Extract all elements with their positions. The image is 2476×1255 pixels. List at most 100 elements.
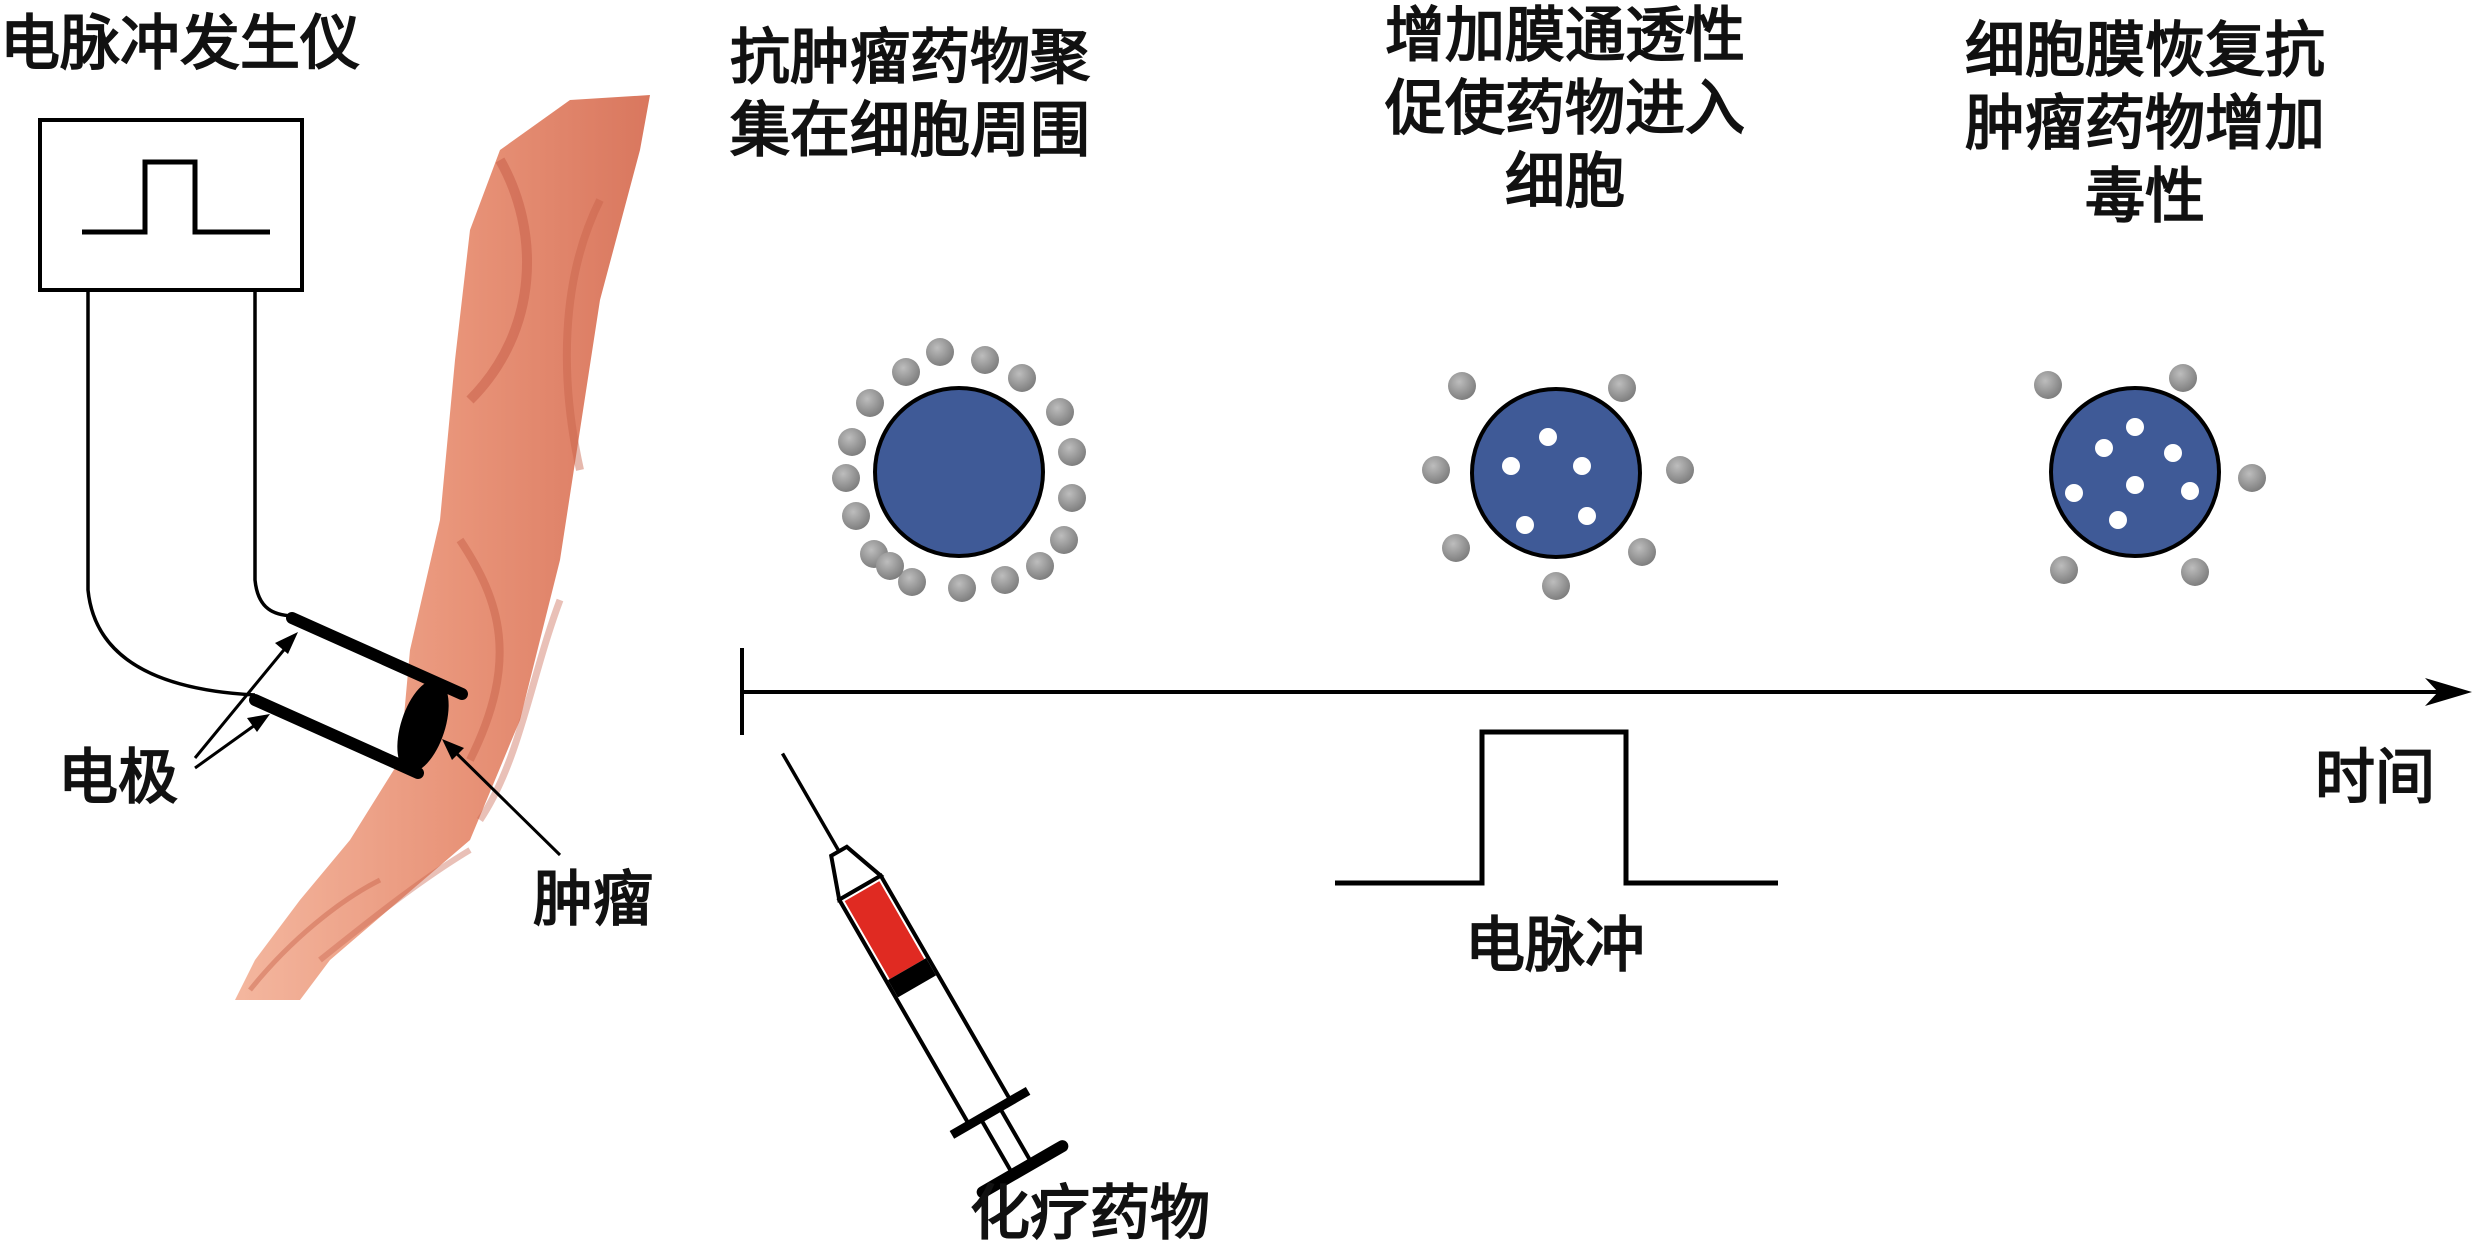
stage-3-caption: 细胞膜恢复抗 肿瘤药物增加 毒性 [1935, 15, 2355, 235]
syringe-rod-bottom [978, 1117, 1015, 1176]
cell-stage-3 [2034, 364, 2266, 586]
drug-particle-outside [842, 502, 870, 530]
tumor-cell [873, 386, 1045, 558]
arm-illustration [235, 95, 650, 1000]
drug-particle-outside [1628, 538, 1656, 566]
stage-2-line-1: 增加膜通透性 [1385, 1, 1745, 71]
syringe-rod-top [997, 1106, 1034, 1165]
time-axis-label: 时间 [2315, 743, 2435, 813]
drug-particle-outside [971, 346, 999, 374]
electrode-arrow-1-head [275, 632, 298, 654]
tumor-mass [397, 679, 449, 773]
pulse-generator-box [38, 118, 304, 292]
syringe-thumb-rest [976, 1140, 1069, 1199]
drug-particle-outside [2181, 558, 2209, 586]
drug-particle-outside [856, 389, 884, 417]
stage-1-caption: 抗肿瘤药物聚 集在细胞周围 [700, 22, 1120, 168]
electric-pulse-waveform [1335, 729, 1778, 886]
drug-particle-inside [2126, 476, 2144, 494]
electrode-wire-left [86, 290, 256, 697]
drug-particle-outside [832, 464, 860, 492]
stage-1-line-2: 集在细胞周围 [730, 96, 1090, 167]
cell-stage-1 [832, 338, 1086, 602]
stage-3-line-1: 细胞膜恢复抗 [1965, 16, 2325, 86]
drug-particle-outside [926, 338, 954, 366]
arm-muscle-5 [318, 847, 472, 963]
electrode-arrow-1 [193, 639, 294, 759]
drug-particle-outside [1666, 456, 1694, 484]
drug-particle-outside [2034, 371, 2062, 399]
syringe-needle [780, 752, 845, 859]
drug-particle-inside [2164, 444, 2182, 462]
drug-particle-outside [1542, 572, 1570, 600]
drug-particle-inside [2065, 484, 2083, 502]
stage-2-line-2: 促使药物进入 [1385, 74, 1745, 145]
time-axis [740, 648, 2472, 735]
drug-particle-inside [1539, 428, 1557, 446]
drug-particle-inside [2109, 511, 2127, 529]
hand-line [248, 877, 382, 992]
pulse-generator-label: 电脉冲发生仪 [0, 9, 360, 79]
drug-particle-outside [876, 552, 904, 580]
drug-particle-outside [2238, 464, 2266, 492]
drug-particle-outside [1046, 398, 1074, 426]
electrode-clamp [249, 612, 468, 779]
drug-particle-outside [898, 568, 926, 596]
arm-shape [235, 95, 650, 1000]
drug-particle-inside [1573, 457, 1591, 475]
chemo-drug-label: 化疗药物 [970, 1179, 1210, 1249]
drug-particle-outside [1422, 456, 1450, 484]
stage-1-line-1: 抗肿瘤药物聚 [730, 23, 1090, 93]
drug-particle-inside [2181, 482, 2199, 500]
drug-particle-outside [1442, 534, 1470, 562]
electrode-label: 电极 [58, 743, 178, 813]
drug-particle-outside [1608, 374, 1636, 402]
cell-stages [832, 338, 2266, 602]
drug-particle-inside [1516, 516, 1534, 534]
cell-stage-2 [1422, 372, 1694, 600]
electrode-arrow-2 [194, 718, 263, 770]
arm-muscle-4 [477, 598, 564, 822]
pulse-generator-waveform [82, 159, 270, 235]
tumor-cell [2049, 386, 2221, 558]
drug-particle-outside [1026, 552, 1054, 580]
stage-2-caption: 增加膜通透性 促使药物进入 细胞 [1355, 0, 1775, 220]
drug-particle-outside [1058, 484, 1086, 512]
drug-particle-outside [1008, 364, 1036, 392]
electrode-wire-right [253, 290, 293, 618]
drug-particle-outside [2050, 556, 2078, 584]
electric-pulse-label: 电脉冲 [1465, 911, 1645, 981]
arm-muscle-3 [456, 537, 504, 762]
tumor-arrow [446, 743, 562, 857]
syringe-flange [949, 1086, 1031, 1139]
drug-particle-inside [2126, 418, 2144, 436]
electrode-arrow-2-head [247, 714, 270, 732]
arm-muscle-1 [466, 157, 532, 404]
drug-particle-inside [1578, 507, 1596, 525]
stage-3-line-2: 肿瘤药物增加 [1965, 89, 2325, 160]
drug-particle-outside [991, 566, 1019, 594]
drug-particle-outside [1050, 526, 1078, 554]
pointer-arrows [193, 632, 562, 857]
drug-particle-outside [838, 428, 866, 456]
syringe-plunger-seal [887, 958, 937, 998]
drug-particle-outside [1448, 372, 1476, 400]
tumor-cell [1470, 387, 1642, 559]
drug-particle-outside [892, 358, 920, 386]
drug-particle-inside [2095, 439, 2113, 457]
stage-3-line-3: 毒性 [2085, 162, 2205, 233]
drug-particle-inside [1502, 457, 1520, 475]
time-axis-arrowhead [2425, 678, 2472, 706]
drug-particle-outside [2169, 364, 2197, 392]
electrode-plate-bottom [249, 694, 424, 779]
stage-2-line-3: 细胞 [1505, 147, 1625, 218]
drug-particle-outside [1058, 438, 1086, 466]
tumor-label: 肿瘤 [533, 865, 653, 935]
tumor-arrow-head [442, 739, 464, 760]
arm-muscle-2 [562, 198, 604, 471]
pulse-generator [38, 118, 304, 697]
syringe-drug-fill [844, 881, 925, 980]
syringe-illustration [780, 752, 1069, 1199]
drug-particle-outside [948, 574, 976, 602]
